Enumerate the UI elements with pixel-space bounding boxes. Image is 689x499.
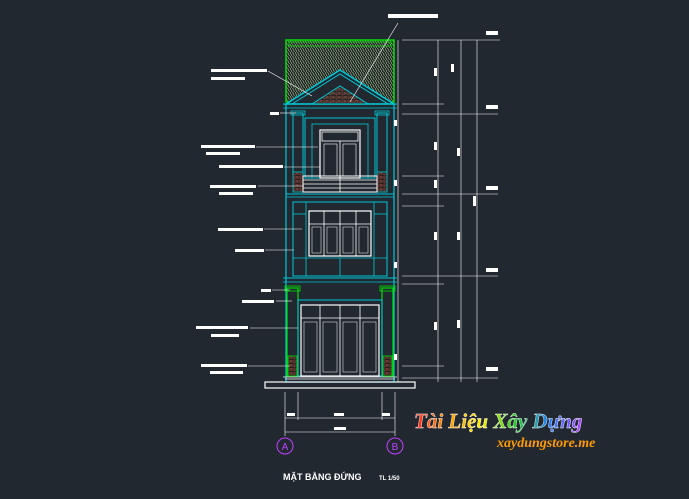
ground-door xyxy=(297,299,383,377)
grid-axis-a: A xyxy=(276,437,294,455)
column-right-upper xyxy=(376,112,388,176)
grid-axis-b: B xyxy=(386,437,404,455)
dimension-chain-right xyxy=(397,39,500,382)
dimension-labels-bottom xyxy=(287,413,390,430)
drawing-scale: TL 1/50 xyxy=(379,476,400,482)
drawing-title: MẶT BẰNG ĐỨNG xyxy=(283,471,361,482)
middle-window xyxy=(308,210,372,257)
column-left-upper xyxy=(292,112,304,176)
dimension-ticks-right xyxy=(394,31,498,371)
grid-axis-b-label: B xyxy=(392,442,399,453)
annotation-labels-left xyxy=(248,22,399,367)
watermark-url: xaydungstore.me xyxy=(496,436,595,451)
annotation-blocks-left xyxy=(196,14,438,374)
watermark-title: Tài Liệu Xây Dựng xyxy=(414,409,582,433)
grid-axis-a-label: A xyxy=(282,442,289,453)
balcony-railing xyxy=(302,175,378,193)
ground-line xyxy=(264,381,416,389)
building-facade xyxy=(264,39,416,389)
